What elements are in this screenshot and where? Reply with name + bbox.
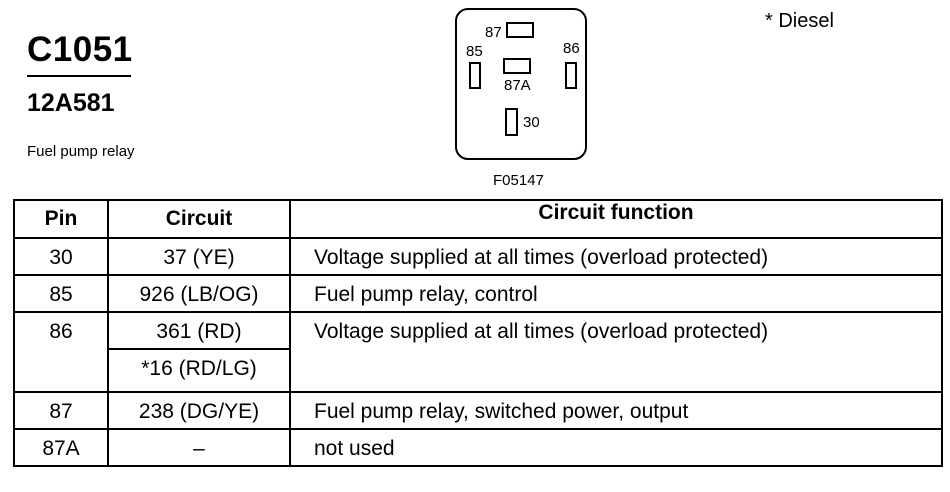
- table-row: 30 37 (YE) Voltage supplied at all times…: [13, 237, 943, 276]
- header-function: Circuit function: [289, 199, 943, 239]
- pin-cell: 86: [13, 311, 109, 393]
- pin-cell: 87: [13, 391, 109, 430]
- circuit-cell: 238 (DG/YE): [107, 391, 291, 430]
- circuit-cell: 37 (YE): [107, 237, 291, 276]
- header-circuit: Circuit: [107, 199, 291, 239]
- circuit-cell: 361 (RD): [107, 311, 291, 350]
- terminal-87a-label: 87A: [504, 77, 531, 94]
- terminal-86: [565, 62, 577, 89]
- table-row: 85 926 (LB/OG) Fuel pump relay, control: [13, 274, 943, 313]
- circuit-alt-cell: *16 (RD/LG): [107, 348, 291, 393]
- circuit-cell: 926 (LB/OG): [107, 274, 291, 313]
- header-pin: Pin: [13, 199, 109, 239]
- circuit-cell: –: [107, 428, 291, 467]
- function-cell: Voltage supplied at all times (overload …: [289, 311, 943, 393]
- terminal-85-label: 85: [466, 43, 483, 60]
- pin-cell: 85: [13, 274, 109, 313]
- function-cell: Fuel pump relay, control: [289, 274, 943, 313]
- title-underline: [27, 75, 131, 77]
- relay-connector-diagram: 87 85 86 87A 30: [455, 8, 587, 160]
- terminal-87a: [503, 58, 531, 74]
- table-row: 87 238 (DG/YE) Fuel pump relay, switched…: [13, 391, 943, 430]
- diesel-footnote: * Diesel: [765, 10, 834, 32]
- connector-code: C1051: [27, 30, 133, 69]
- function-cell: Fuel pump relay, switched power, output: [289, 391, 943, 430]
- component-description: Fuel pump relay: [27, 143, 135, 160]
- terminal-30: [505, 108, 518, 136]
- pin-cell: 30: [13, 237, 109, 276]
- terminal-87: [506, 22, 534, 38]
- table-row: 87A – not used: [13, 428, 943, 467]
- table-header-row: Pin Circuit Circuit function: [13, 199, 943, 239]
- figure-id: F05147: [493, 172, 544, 189]
- terminal-87-label: 87: [485, 24, 502, 41]
- table-row: *16 (RD/LG): [14, 348, 942, 393]
- function-cell: not used: [289, 428, 943, 467]
- table-row: 86 361 (RD) Voltage supplied at all time…: [13, 311, 943, 393]
- terminal-86-label: 86: [563, 40, 580, 57]
- function-cell: Voltage supplied at all times (overload …: [289, 237, 943, 276]
- part-number: 12A581: [27, 89, 115, 117]
- terminal-85: [469, 62, 481, 89]
- pin-cell: 87A: [13, 428, 109, 467]
- terminal-30-label: 30: [523, 114, 540, 131]
- pin-table: Pin Circuit Circuit function 30 37 (YE) …: [13, 199, 943, 467]
